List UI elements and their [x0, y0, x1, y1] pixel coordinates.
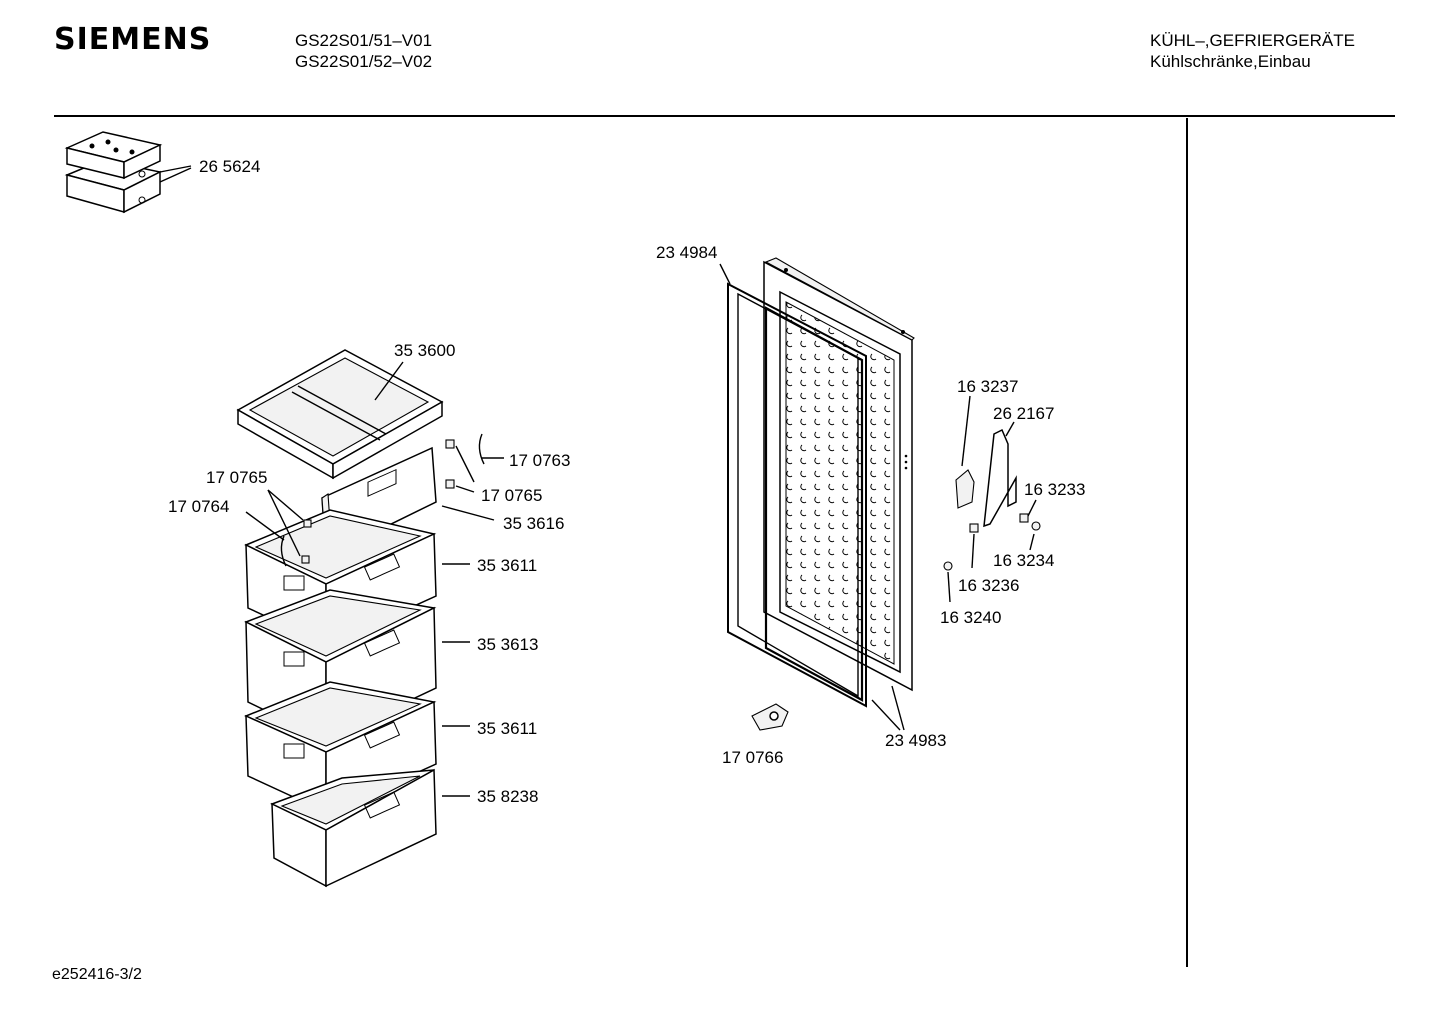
- door-gasket-illustration: [727, 282, 867, 708]
- door-panel-illustration: [763, 257, 915, 692]
- part-label-353613: 35 3613: [477, 635, 538, 654]
- part-label-170765-upper: 17 0765: [206, 468, 267, 487]
- part-label-353600: 35 3600: [394, 341, 455, 360]
- ice-pack-illustration: [64, 131, 163, 214]
- part-label-265624: 26 5624: [199, 157, 260, 176]
- part-label-170764: 17 0764: [168, 497, 229, 516]
- part-label-170766: 17 0766: [722, 748, 783, 767]
- part-label-170765-lower: 17 0765: [481, 486, 542, 505]
- brand-logo: SIEMENS: [54, 22, 212, 57]
- drawer-4-illustration: [270, 768, 437, 888]
- document-id: e252416-3/2: [52, 966, 142, 983]
- part-label-353611-lower: 35 3611: [477, 719, 537, 738]
- part-label-163240: 16 3240: [940, 608, 1001, 627]
- model-number-2: GS22S01/52–V02: [295, 52, 433, 71]
- part-label-234984: 23 4984: [656, 243, 717, 262]
- hinge-illustration: [943, 428, 1041, 571]
- part-label-353611-upper: 35 3611: [477, 556, 537, 575]
- part-label-353616: 35 3616: [503, 514, 564, 533]
- part-label-358238: 35 8238: [477, 787, 538, 806]
- clip-parts-illustration: [280, 433, 485, 567]
- category-line-1: KÜHL–,GEFRIERGERÄTE: [1150, 31, 1355, 50]
- part-label-163237: 16 3237: [957, 377, 1018, 396]
- part-label-234983: 23 4983: [885, 731, 946, 750]
- part-label-163233: 16 3233: [1024, 480, 1085, 499]
- leader-lines: [159, 165, 1037, 797]
- model-number-1: GS22S01/51–V01: [295, 31, 433, 50]
- part-label-262167: 26 2167: [993, 404, 1054, 423]
- category-line-2: Kühlschränke,Einbau: [1150, 52, 1311, 71]
- door-bracket-illustration: [751, 703, 789, 731]
- part-label-163236: 16 3236: [958, 576, 1019, 595]
- model-numbers: GS22S01/51–V01 GS22S01/52–V02: [295, 30, 432, 72]
- part-label-170763: 17 0763: [509, 451, 570, 470]
- product-category: KÜHL–,GEFRIERGERÄTE Kühlschränke,Einbau: [1150, 30, 1355, 72]
- part-label-163234: 16 3234: [993, 551, 1054, 570]
